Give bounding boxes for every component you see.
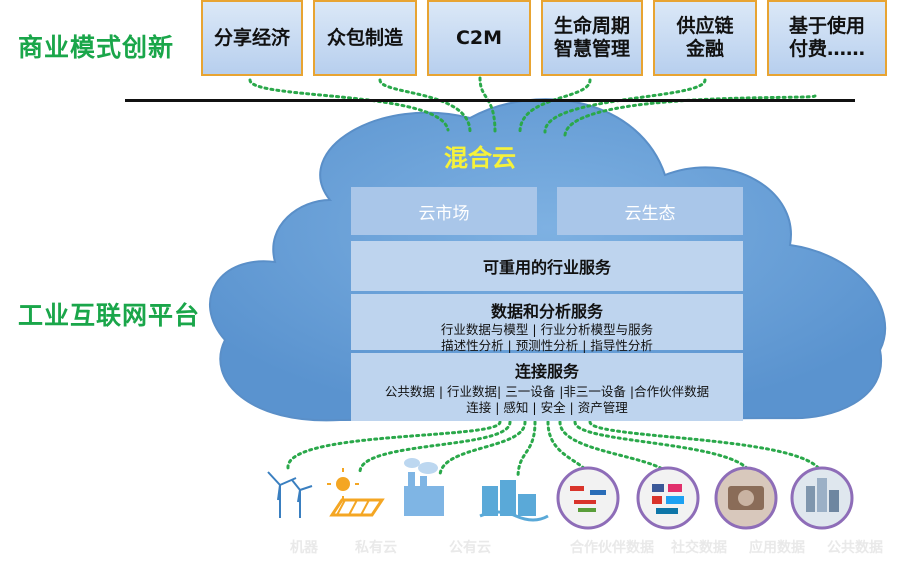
application-photo-icon — [714, 466, 778, 530]
factory-icon — [404, 458, 444, 516]
business-model-box-sharing-economy: 分享经济 — [201, 0, 303, 76]
business-model-box-crowdsourcing: 众包制造 — [313, 0, 417, 76]
hybrid-cloud-title: 混合云 — [444, 144, 516, 172]
connection-services-line1: 公共数据 | 行业数据| 三一设备 |非三一设备 |合作伙伴数据 — [384, 384, 710, 399]
data-analytics-title: 数据和分析服务 — [490, 302, 603, 321]
business-model-box-c2m: C2M — [427, 0, 531, 76]
cloud-market-block: 云市场 — [351, 187, 537, 235]
reusable-industry-services-block: 可重用的行业服务 — [351, 241, 743, 291]
industrial-internet-platform-label: 工业互联网平台 — [18, 301, 201, 330]
source-label-machines: 机器 — [290, 540, 318, 556]
cloud-ecosystem-block: 云生态 — [557, 187, 743, 235]
data-analytics-services-block: 数据和分析服务 行业数据与模型 | 行业分析模型与服务 描述性分析 | 预测性分… — [351, 294, 743, 353]
social-logos-icon — [636, 466, 700, 530]
connection-services-line2: 连接 | 感知 | 安全 | 资产管理 — [466, 400, 628, 415]
business-model-box-pay-per-use: 基于使用付费…… — [767, 0, 887, 76]
business-model-box-lifecycle: 生命周期智慧管理 — [541, 0, 643, 76]
source-label-public-data: 公共数据 — [827, 540, 883, 556]
source-label-social-data: 社交数据 — [671, 540, 727, 556]
wind-turbine-icon — [267, 471, 313, 518]
partner-logos-icon — [556, 466, 620, 530]
source-label-application-data: 应用数据 — [749, 540, 805, 556]
source-label-private-cloud: 私有云 — [355, 540, 397, 556]
source-label-partner-data: 合作伙伴数据 — [570, 540, 654, 556]
reusable-industry-services-title: 可重用的行业服务 — [482, 258, 611, 277]
connection-services-block: 连接服务 公共数据 | 行业数据| 三一设备 |非三一设备 |合作伙伴数据 连接… — [351, 353, 743, 421]
solar-panel-icon — [327, 468, 385, 517]
source-label-public-cloud: 公有云 — [449, 540, 491, 556]
data-center-icon — [479, 480, 549, 522]
data-analytics-line1: 行业数据与模型 | 行业分析模型与服务 — [440, 322, 654, 337]
connection-services-title: 连接服务 — [514, 362, 579, 381]
separator-line — [125, 99, 855, 102]
city-buildings-icon — [790, 466, 854, 530]
business-model-innovation-label: 商业模式创新 — [18, 33, 175, 62]
business-model-box-supply-chain-finance: 供应链金融 — [653, 0, 757, 76]
data-analytics-line2: 描述性分析 | 预测性分析 | 指导性分析 — [441, 338, 653, 353]
